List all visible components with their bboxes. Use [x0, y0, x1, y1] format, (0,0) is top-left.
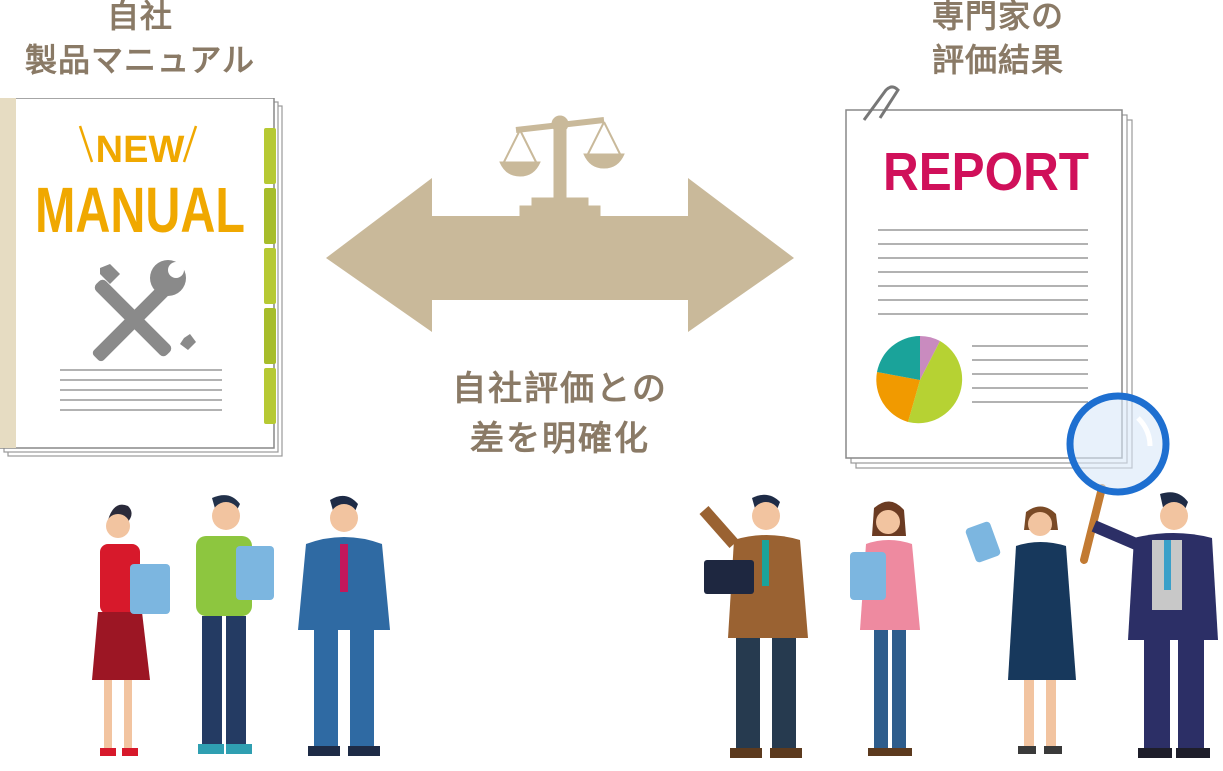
manual-new-label: NEW [96, 129, 185, 171]
right-heading-line1: 専門家の [868, 0, 1128, 38]
left-team [70, 490, 410, 771]
laptop-icon [704, 560, 754, 594]
person-woman-navy [965, 506, 1076, 754]
report-title: REPORT [883, 142, 1089, 202]
manual-title: MANUAL [35, 174, 245, 246]
person-woman-pink [850, 501, 920, 756]
tablet-icon [130, 564, 170, 614]
left-heading-line2: 製品マニュアル [10, 38, 270, 82]
right-heading: 専門家の 評価結果 [868, 0, 1128, 82]
person-man-green [196, 495, 274, 754]
right-team [690, 490, 1223, 771]
person-man-navy-suit [1094, 492, 1218, 758]
tablet-icon [850, 552, 886, 600]
comparison-double-arrow [320, 110, 800, 340]
center-caption: 自社評価との 差を明確化 [400, 364, 720, 464]
person-man-brown-laptop [704, 495, 808, 758]
center-caption-line2: 差を明確化 [400, 414, 720, 464]
right-heading-line2: 評価結果 [868, 38, 1128, 82]
scale-icon [500, 116, 624, 216]
pie-chart-icon [876, 336, 962, 423]
index-tabs [264, 128, 276, 424]
center-caption-line1: 自社評価との [400, 364, 720, 414]
tablet-icon [965, 521, 1002, 564]
person-woman-red [92, 505, 170, 756]
tablet-icon [236, 546, 274, 600]
left-heading-line1: 自社 [10, 0, 270, 38]
manual-book: NEW MANUAL [0, 98, 290, 460]
person-man-suit [298, 496, 390, 756]
left-heading: 自社 製品マニュアル [10, 0, 270, 82]
